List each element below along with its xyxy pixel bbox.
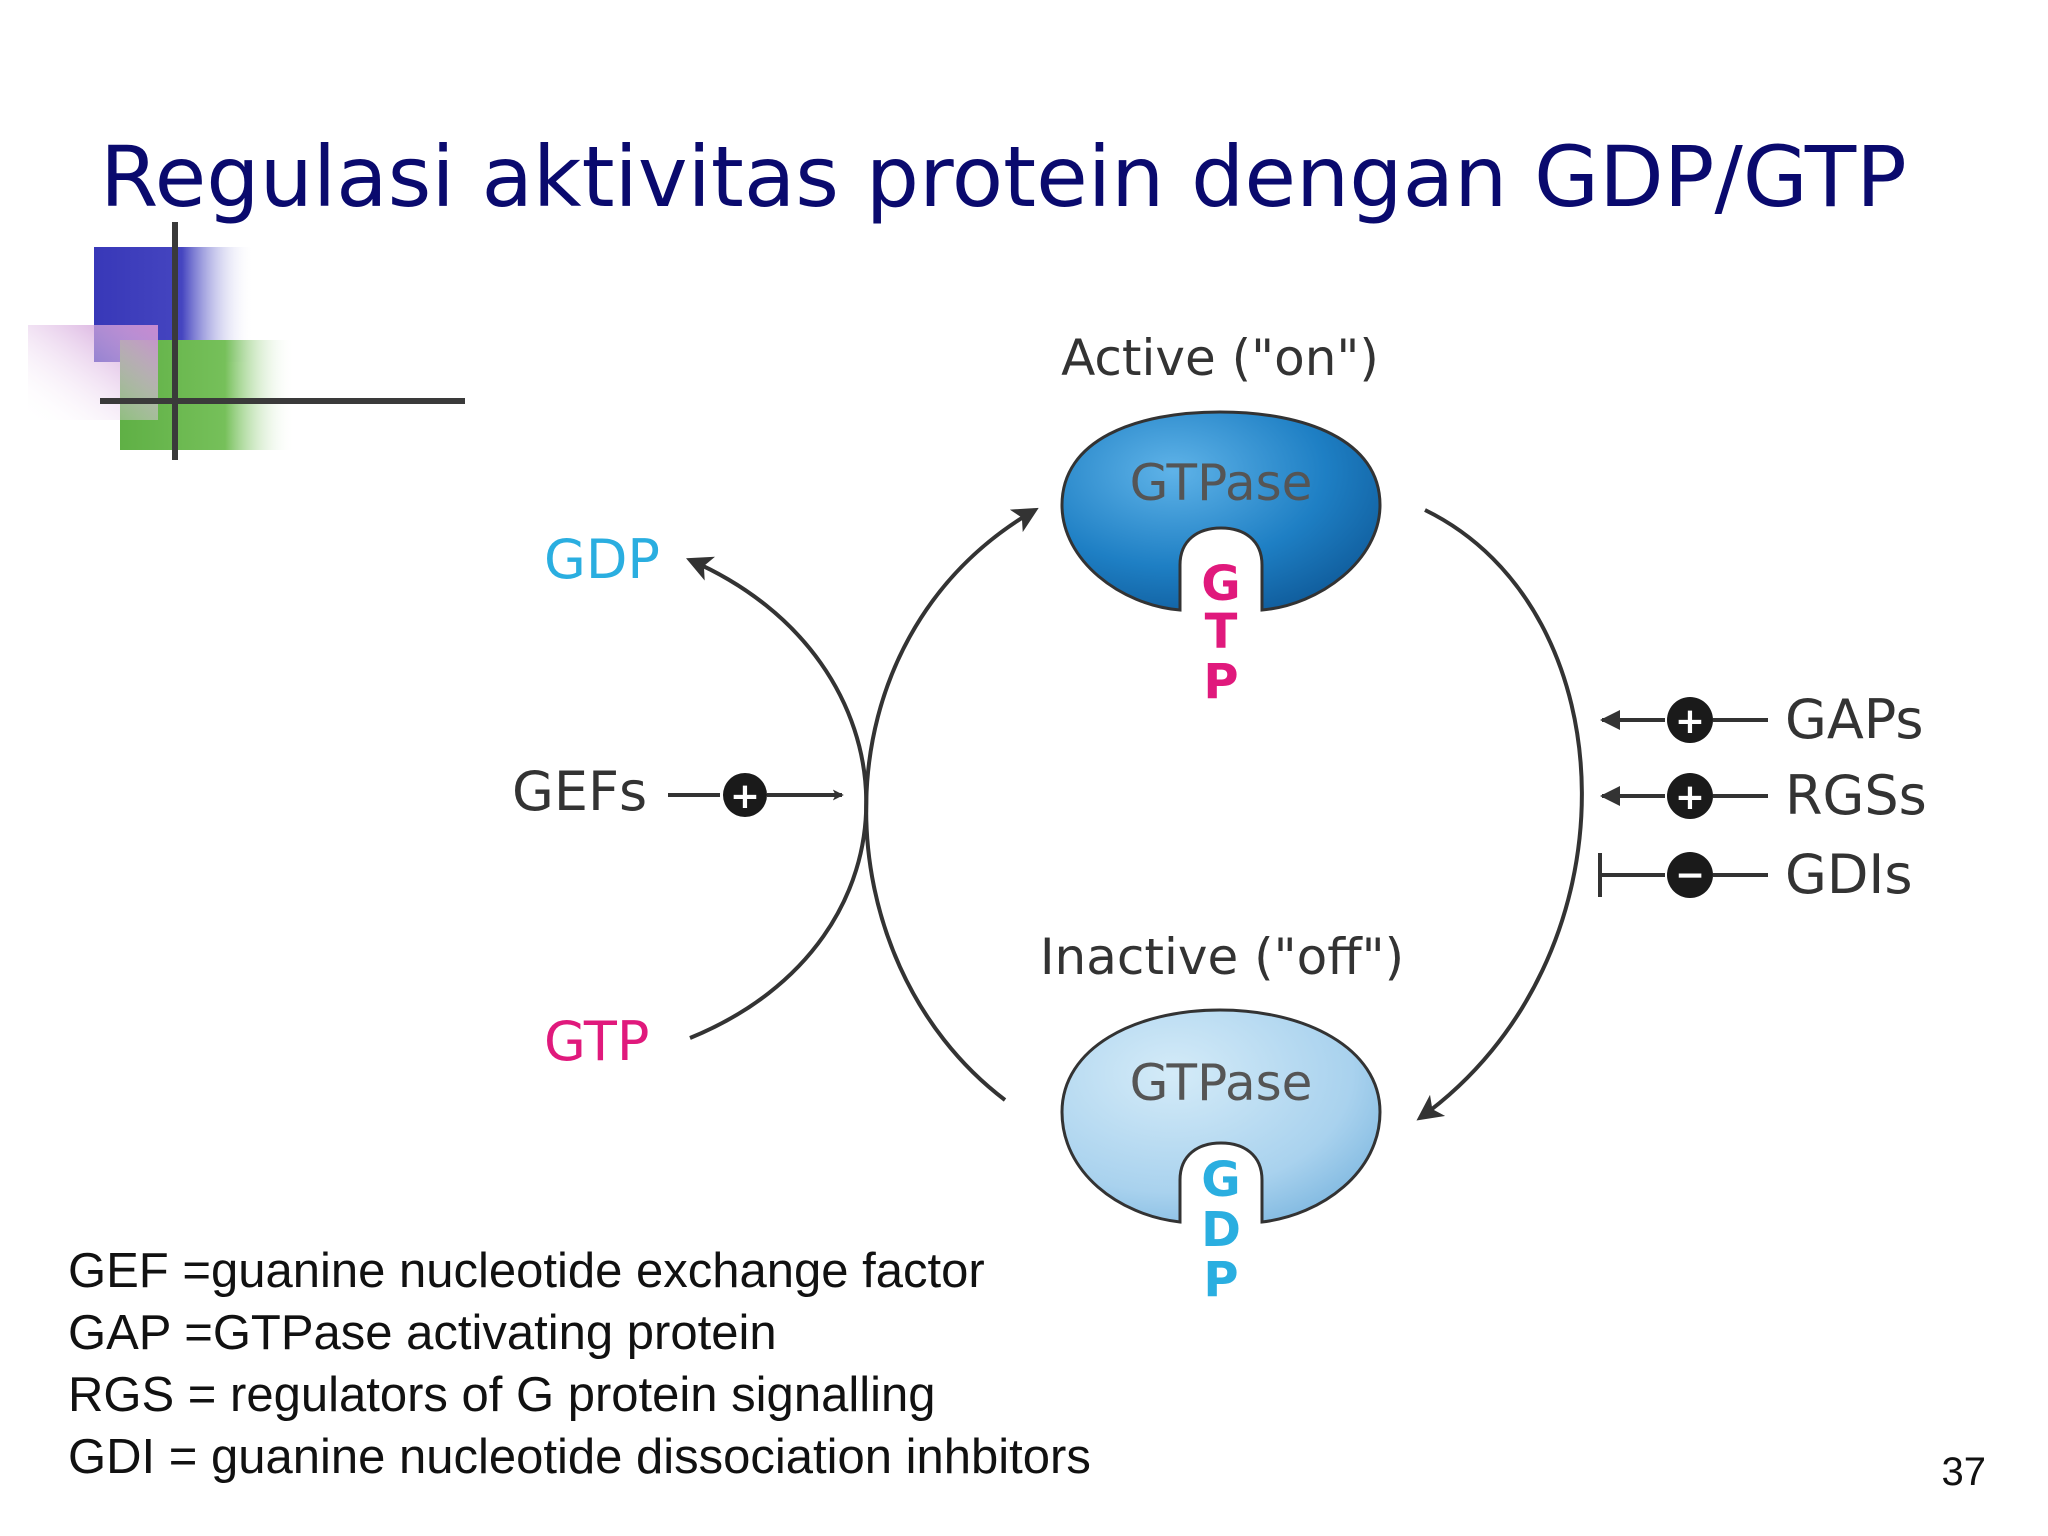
- gtp-binding-label: GTP: [544, 1010, 649, 1073]
- pink-square: [28, 325, 158, 420]
- gdp-bound-p: P: [1203, 1252, 1238, 1308]
- svg-text:+: +: [1675, 777, 1705, 818]
- page-number: 37: [1941, 1450, 1987, 1494]
- regulator-gdis: −: [1598, 852, 1768, 898]
- regulator-rgss: +: [1600, 773, 1768, 819]
- definition-gap: GAP =GTPase activating protein: [68, 1306, 777, 1360]
- exchange-arrow: [686, 556, 869, 1040]
- definition-gef: GEF =guanine nucleotide exchange factor: [68, 1244, 985, 1298]
- active-gtpase: [1060, 410, 1382, 612]
- gdp-bound-d: D: [1201, 1202, 1241, 1258]
- slide-title: Regulasi aktivitas protein dengan GDP/GT…: [100, 128, 1907, 226]
- gtp-bound-t: T: [1205, 604, 1238, 660]
- gaps-label: GAPs: [1785, 688, 1924, 751]
- gtp-bound-g: G: [1201, 556, 1240, 612]
- active-protein-label: GTPase: [1130, 454, 1313, 512]
- rgss-label: RGSs: [1785, 764, 1927, 827]
- gefs-label: GEFs: [512, 760, 647, 823]
- regulator-gaps: +: [1600, 697, 1768, 743]
- svg-text:+: +: [1675, 701, 1705, 742]
- svg-text:−: −: [1675, 855, 1705, 896]
- gdp-bound-g: G: [1201, 1152, 1240, 1208]
- corner-decoration: [28, 222, 465, 460]
- gtp-bound-p: P: [1203, 654, 1238, 710]
- inactive-state-label: Inactive ("off"): [1040, 928, 1404, 986]
- active-state-label: Active ("on"): [1061, 329, 1379, 387]
- definition-rgs: RGS = regulators of G protein signalling: [68, 1368, 936, 1422]
- gdis-label: GDIs: [1785, 843, 1913, 906]
- gdp-release-label: GDP: [544, 528, 660, 591]
- gefs-plus-sign: +: [730, 776, 760, 817]
- gefs-plus-circle: [723, 773, 767, 817]
- activation-arrow: [864, 507, 1039, 1102]
- inactivation-arrow: [1416, 508, 1584, 1121]
- definition-gdi: GDI = guanine nucleotide dissociation in…: [68, 1430, 1091, 1484]
- definitions-list: GEF =guanine nucleotide exchange factor …: [68, 1240, 1091, 1488]
- inactive-protein-label: GTPase: [1130, 1054, 1313, 1112]
- inactive-gtpase: [1060, 1008, 1382, 1224]
